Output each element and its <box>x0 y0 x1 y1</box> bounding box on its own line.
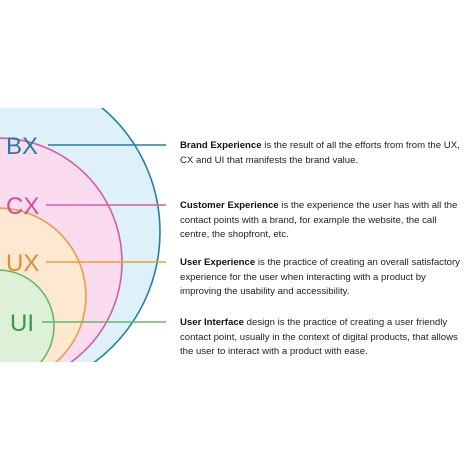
cx-text: is the experience the user has with all … <box>180 200 458 240</box>
ux-description: User Experience is the practice of creat… <box>180 256 468 300</box>
ux-label: UX <box>6 250 39 277</box>
bx-label: BX <box>6 133 38 160</box>
cx-title: Customer Experience <box>180 200 279 211</box>
ui-label: UI <box>10 310 34 337</box>
ui-title: User Interface <box>180 317 244 328</box>
bx-text: is the result of all the efforts from fr… <box>180 140 460 166</box>
ux-text: is the practice of creating an overall s… <box>180 257 460 297</box>
bx-description: Brand Experience is the result of all th… <box>180 139 468 168</box>
cx-description: Customer Experience is the experience th… <box>180 199 468 243</box>
cx-label: CX <box>6 193 39 220</box>
ux-title: User Experience <box>180 257 256 268</box>
ui-circle <box>0 269 55 362</box>
ui-text: design is the practice of creating a use… <box>180 317 458 357</box>
bx-title: Brand Experience <box>180 140 262 151</box>
ui-description: User Interface design is the practice of… <box>180 316 468 360</box>
